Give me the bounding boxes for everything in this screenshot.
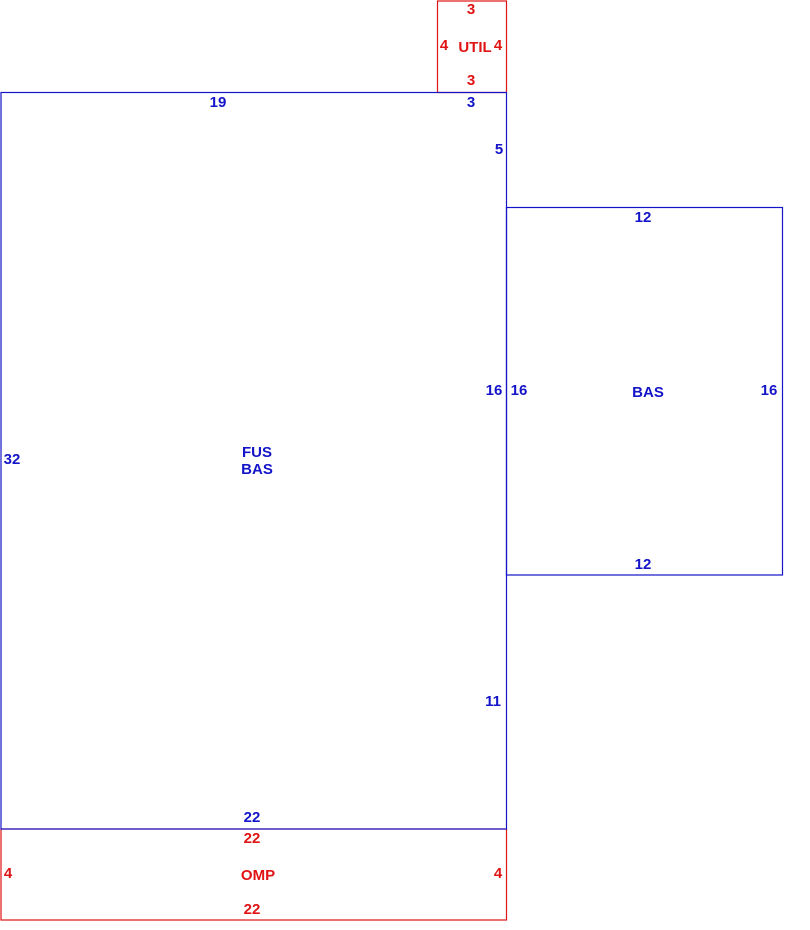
addition-bottom-dim: 12 [635, 556, 652, 573]
porch-left-dim: 4 [4, 865, 13, 882]
porch-area-label: OMP [241, 867, 275, 884]
main-right-upper-dim: 5 [495, 141, 503, 158]
main-left-dim: 32 [4, 451, 21, 468]
main-area-label-1: FUS [242, 444, 272, 461]
main-right-mid-dim: 16 [486, 382, 503, 399]
util-right-dim: 4 [494, 37, 503, 54]
util-area-label: UTIL [458, 39, 491, 56]
util-left-dim: 4 [440, 37, 449, 54]
main-bottom-dim: 22 [244, 809, 261, 826]
main-area-label-2: BAS [241, 461, 273, 478]
addition-top-dim: 12 [635, 209, 652, 226]
addition-left-dim: 16 [511, 382, 528, 399]
porch-top-dim: 22 [244, 830, 261, 847]
addition-area-label: BAS [632, 384, 664, 401]
porch-right-dim: 4 [494, 865, 503, 882]
addition-right-dim: 16 [761, 382, 778, 399]
main-right-lower-dim: 11 [485, 693, 501, 710]
main-top-right-dim: 3 [467, 94, 475, 111]
main-top-left-dim: 19 [210, 94, 227, 111]
porch-bottom-dim: 22 [244, 901, 261, 918]
util-top-dim: 3 [467, 1, 475, 18]
addition-outline [505, 206, 784, 576]
util-bottom-dim: 3 [467, 72, 475, 89]
